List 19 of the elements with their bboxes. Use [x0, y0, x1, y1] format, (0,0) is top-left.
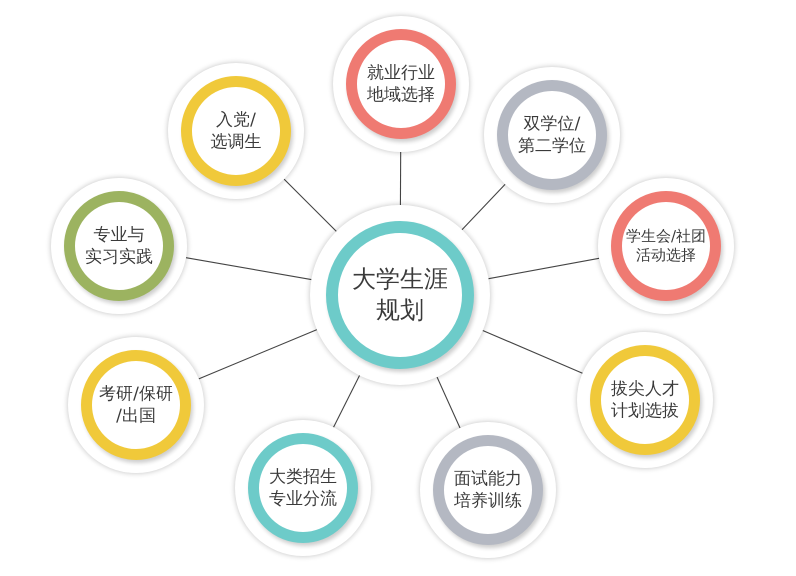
connector-line	[462, 184, 506, 230]
connector-line	[333, 375, 360, 428]
connector-line	[186, 257, 312, 280]
connector-line	[198, 329, 318, 380]
node-label: 拔尖人才计划选拔	[611, 378, 679, 422]
node-label: 大类招生专业分流	[269, 466, 337, 510]
node-label: 就业行业地域选择	[367, 62, 435, 106]
node-label: 专业与实习实践	[85, 224, 153, 268]
connector-line	[400, 152, 402, 205]
connector-line	[488, 258, 600, 280]
node-label: 双学位/第二学位	[518, 112, 586, 158]
connector-line	[284, 178, 337, 232]
node-label: 学生会/社团活动选择	[626, 226, 706, 266]
node-label: 面试能力培养训练	[454, 468, 522, 512]
node-label: 入党/选调生	[210, 108, 262, 154]
connector-line	[436, 376, 461, 428]
node-label: 考研/保研/出国	[99, 382, 173, 428]
connector-line	[482, 330, 583, 374]
node-label: 大学生涯规划	[352, 264, 448, 326]
